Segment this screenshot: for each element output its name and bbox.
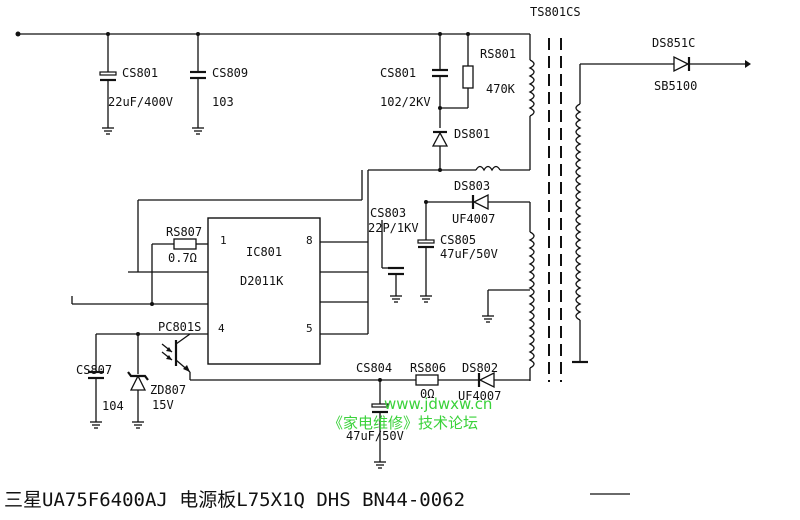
cs801-snub-value: 102/2KV xyxy=(380,95,431,109)
watermark-url: www.jdwxw.cn xyxy=(384,395,492,413)
ic801-part: D2011K xyxy=(240,274,284,288)
rs801-value: 470K xyxy=(486,82,516,96)
cs805-value: 47uF/50V xyxy=(440,247,498,261)
watermark: www.jdwxw.cn 《家电维修》技术论坛 xyxy=(328,395,492,432)
ic801-pin-4: 4 xyxy=(218,322,225,335)
feedback-supply: CS804 47uF/50V RS806 0Ω DS802 UF4007 xyxy=(346,361,501,469)
cs807-ref: CS807 xyxy=(76,363,112,377)
rs801-ref: RS801 xyxy=(480,47,516,61)
cs807-capacitor: CS807 104 xyxy=(76,334,124,429)
cs807-value: 104 xyxy=(102,399,124,413)
ic801: IC801 D2011K 1 8 4 5 xyxy=(207,217,369,365)
cs801-bulk-value: 22uF/400V xyxy=(108,95,173,109)
pc801-ref: PC801S xyxy=(158,320,201,334)
cs801-snub-ref: CS801 xyxy=(380,66,416,80)
rs806-value: 0Ω xyxy=(420,387,434,401)
ic801-ref: IC801 xyxy=(246,245,282,259)
cs809-ref: CS809 xyxy=(212,66,248,80)
rs807-value: 0.7Ω xyxy=(168,251,197,265)
ds851-value: SB5100 xyxy=(654,79,697,93)
watermark-forum: 《家电维修》技术论坛 xyxy=(328,414,478,432)
cs801-bulk-capacitor: CS801 22uF/400V xyxy=(99,34,173,135)
pc801s-optocoupler: PC801S xyxy=(96,320,530,381)
hv-rail xyxy=(15,31,530,37)
ds803-ref: DS803 xyxy=(454,179,490,193)
cs801-bulk-ref: CS801 xyxy=(122,66,158,80)
zd807-ref: ZD807 xyxy=(150,383,186,397)
ic801-pin-5: 5 xyxy=(306,322,313,335)
transformer-ts801cs: TS801CS xyxy=(528,5,588,382)
ds851c-output-diode: DS851C SB5100 xyxy=(580,36,751,93)
rs807-ref: RS807 xyxy=(166,225,202,239)
ic801-pin-1: 1 xyxy=(220,234,227,247)
zd807-zener: ZD807 15V xyxy=(127,334,186,429)
cs804-value: 47uF/50V xyxy=(346,429,404,443)
cs809-value: 103 xyxy=(212,95,234,109)
zd807-value: 15V xyxy=(152,398,174,412)
aux-supply: DS803 UF4007 CS805 47uF/50V xyxy=(417,179,530,303)
ds802-value: UF4007 xyxy=(458,389,501,403)
rs806-ref: RS806 xyxy=(410,361,446,375)
ic801-pin-8: 8 xyxy=(306,234,313,247)
cs803-value: 22P/1KV xyxy=(368,221,419,235)
drain-wiring xyxy=(320,165,530,243)
ds802-ref: DS802 xyxy=(462,361,498,375)
snubber-network: CS801 102/2KV RS801 470K DS801 xyxy=(380,34,516,170)
cs803-ref: CS803 xyxy=(370,206,406,220)
cs805-ref: CS805 xyxy=(440,233,476,247)
cs803-capacitor: CS803 22P/1KV xyxy=(368,206,419,303)
rs807-resistor: RS807 0.7Ω xyxy=(71,170,363,306)
ds851-ref: DS851C xyxy=(652,36,695,50)
board-title: 三星UA75F6400AJ 电源板L75X1Q DHS BN44-0062 xyxy=(4,489,465,511)
transformer-ref: TS801CS xyxy=(530,5,581,19)
cs804-ref: CS804 xyxy=(356,361,392,375)
cs809-capacitor: CS809 103 xyxy=(190,34,248,135)
ds803-value: UF4007 xyxy=(452,212,495,226)
ds801-ref: DS801 xyxy=(454,127,490,141)
aux-ground-tap xyxy=(482,289,530,323)
